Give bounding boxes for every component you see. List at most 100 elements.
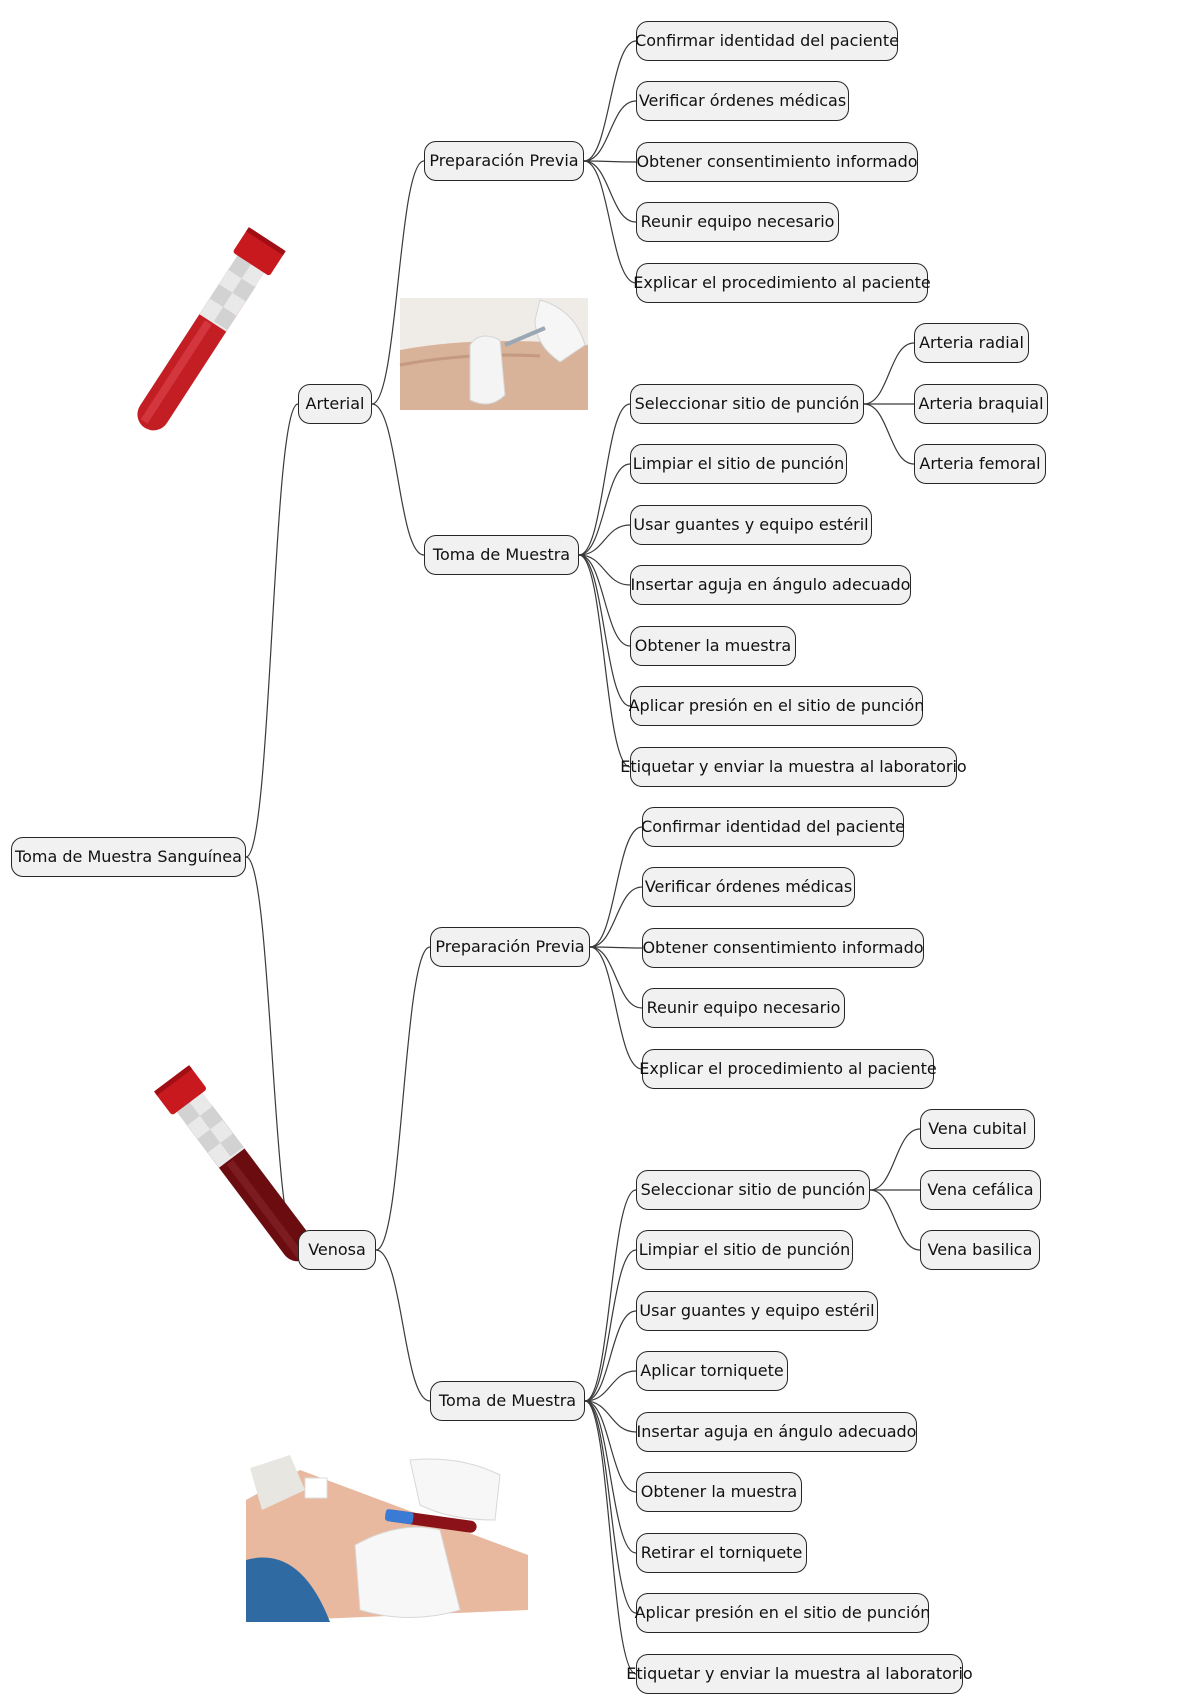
connector-line — [371, 403, 425, 556]
connector-line — [578, 403, 631, 556]
venosa-toma-item[interactable]: Limpiar el sitio de punción — [636, 1230, 853, 1270]
connector-line — [584, 1400, 637, 1493]
connector-line — [375, 1249, 431, 1402]
venosa-site-option-label: Vena cefálica — [927, 1180, 1034, 1199]
branch-venosa-label: Venosa — [308, 1240, 366, 1259]
arterial-prep-item[interactable]: Reunir equipo necesario — [636, 202, 839, 242]
venosa-toma-item[interactable]: Etiquetar y enviar la muestra al laborat… — [626, 1654, 973, 1694]
venosa-site-option[interactable]: Vena cubital — [920, 1109, 1035, 1149]
connector-line — [583, 100, 637, 162]
connector-line — [584, 1400, 637, 1614]
venosa-toma-item-label: Retirar el torniquete — [640, 1543, 803, 1562]
arterial-toma[interactable]: Toma de Muestra — [424, 535, 579, 575]
arterial-toma-item[interactable]: Aplicar presión en el sitio de punción — [628, 686, 925, 726]
connector-line — [869, 1128, 921, 1191]
connector-line — [584, 1400, 637, 1433]
venosa-toma-item[interactable]: Aplicar presión en el sitio de punción — [634, 1593, 931, 1633]
connector-line — [589, 946, 643, 1070]
venosa-prep-item[interactable]: Confirmar identidad del paciente — [641, 807, 905, 847]
connector-line — [584, 1400, 637, 1554]
venosa-sitio-label: Seleccionar sitio de punción — [640, 1180, 866, 1199]
arterial-prep-item[interactable]: Confirmar identidad del paciente — [635, 21, 899, 61]
venosa-prep-item-label: Verificar órdenes médicas — [644, 877, 853, 896]
venosa-toma-item[interactable]: Obtener la muestra — [636, 1472, 802, 1512]
arterial-toma-item-label: Insertar aguja en ángulo adecuado — [630, 575, 911, 594]
connector-line — [583, 160, 637, 223]
arterial-prep-item-label: Explicar el procedimiento al paciente — [633, 273, 931, 292]
arterial-prep-item-label: Confirmar identidad del paciente — [635, 31, 899, 50]
connector-line — [245, 856, 299, 1251]
venosa-toma-item-label: Insertar aguja en ángulo adecuado — [636, 1422, 917, 1441]
arterial-prep-item-label: Obtener consentimiento informado — [636, 152, 918, 171]
arterial-toma-item[interactable]: Obtener la muestra — [630, 626, 796, 666]
venosa-toma-item-label: Aplicar presión en el sitio de punción — [634, 1603, 931, 1622]
arterial-site-option-label: Arteria femoral — [919, 454, 1041, 473]
arterial-site-option[interactable]: Arteria femoral — [914, 444, 1046, 484]
venosa-site-option-label: Vena cubital — [928, 1119, 1027, 1138]
connector-line — [869, 1189, 921, 1251]
venosa-sitio[interactable]: Seleccionar sitio de punción — [636, 1170, 870, 1210]
venosa-toma-item[interactable]: Insertar aguja en ángulo adecuado — [636, 1412, 917, 1452]
venosa-site-option[interactable]: Vena cefálica — [920, 1170, 1041, 1210]
connector-line — [578, 554, 631, 647]
connector-line — [371, 160, 425, 405]
venosa-toma-item[interactable]: Aplicar torniquete — [636, 1351, 788, 1391]
root-label: Toma de Muestra Sanguínea — [15, 847, 242, 866]
venosa-toma-item-label: Obtener la muestra — [640, 1482, 798, 1501]
venosa-prep[interactable]: Preparación Previa — [430, 927, 590, 967]
venosa-prep-item[interactable]: Explicar el procedimiento al paciente — [639, 1049, 937, 1089]
connector-line — [589, 886, 643, 948]
arterial-sitio-label: Seleccionar sitio de punción — [634, 394, 860, 413]
venosa-toma-item[interactable]: Usar guantes y equipo estéril — [636, 1291, 878, 1331]
arterial-toma-item[interactable]: Limpiar el sitio de punción — [630, 444, 847, 484]
venosa-prep-item-label: Obtener consentimiento informado — [642, 938, 924, 957]
venosa-toma-item-label: Usar guantes y equipo estéril — [639, 1301, 875, 1320]
arterial-site-option[interactable]: Arteria braquial — [914, 384, 1048, 424]
arterial-toma-item[interactable]: Usar guantes y equipo estéril — [630, 505, 872, 545]
arterial-toma-item-label: Limpiar el sitio de punción — [632, 454, 845, 473]
arterial-prep-item-label: Reunir equipo necesario — [640, 212, 835, 231]
venosa-prep-item[interactable]: Obtener consentimiento informado — [642, 928, 924, 968]
arterial-prep-item[interactable]: Verificar órdenes médicas — [636, 81, 849, 121]
arterial-toma-item[interactable]: Insertar aguja en ángulo adecuado — [630, 565, 911, 605]
arterial-site-option-label: Arteria braquial — [918, 394, 1044, 413]
arterial-sitio[interactable]: Seleccionar sitio de punción — [630, 384, 864, 424]
arterial-prep-item[interactable]: Explicar el procedimiento al paciente — [633, 263, 931, 303]
arterial-toma-item-label: Aplicar presión en el sitio de punción — [628, 696, 925, 715]
venous-puncture-photo — [246, 1453, 528, 1623]
venosa-site-option[interactable]: Vena basilica — [920, 1230, 1040, 1270]
arterial-prep[interactable]: Preparación Previa — [424, 141, 584, 181]
venosa-toma-item[interactable]: Retirar el torniquete — [636, 1533, 807, 1573]
connector-line — [589, 946, 643, 1009]
venosa-prep-item[interactable]: Reunir equipo necesario — [642, 988, 845, 1028]
arterial-prep-item[interactable]: Obtener consentimiento informado — [636, 142, 918, 182]
arterial-toma-item[interactable]: Etiquetar y enviar la muestra al laborat… — [620, 747, 967, 787]
connector-line — [584, 1400, 637, 1675]
connector-line — [578, 463, 631, 556]
arterial-prep-item-label: Verificar órdenes médicas — [638, 91, 847, 110]
venosa-toma-item-label: Aplicar torniquete — [640, 1361, 784, 1380]
branch-arterial[interactable]: Arterial — [298, 384, 372, 424]
connector-line — [375, 946, 431, 1251]
arterial-toma-item-label: Etiquetar y enviar la muestra al laborat… — [620, 757, 967, 776]
venosa-prep-item-label: Reunir equipo necesario — [646, 998, 841, 1017]
connector-line — [584, 1189, 637, 1402]
arterial-site-option-label: Arteria radial — [919, 333, 1024, 352]
connector-line — [578, 554, 631, 707]
root-node[interactable]: Toma de Muestra Sanguínea — [11, 837, 246, 877]
venosa-prep-item-label: Explicar el procedimiento al paciente — [639, 1059, 937, 1078]
venosa-prep-item[interactable]: Verificar órdenes médicas — [642, 867, 855, 907]
venosa-prep-label: Preparación Previa — [435, 937, 585, 956]
connector-line — [584, 1370, 637, 1402]
arterial-site-option[interactable]: Arteria radial — [914, 323, 1029, 363]
arterial-toma-item-label: Obtener la muestra — [634, 636, 792, 655]
branch-arterial-label: Arterial — [305, 394, 365, 413]
connector-line — [583, 40, 637, 162]
connector-line — [578, 524, 631, 556]
connector-line — [863, 342, 915, 405]
venosa-toma-label: Toma de Muestra — [438, 1391, 577, 1410]
arterial-toma-label: Toma de Muestra — [432, 545, 571, 564]
branch-venosa[interactable]: Venosa — [298, 1230, 376, 1270]
venosa-toma[interactable]: Toma de Muestra — [430, 1381, 585, 1421]
connector-line — [245, 403, 299, 858]
